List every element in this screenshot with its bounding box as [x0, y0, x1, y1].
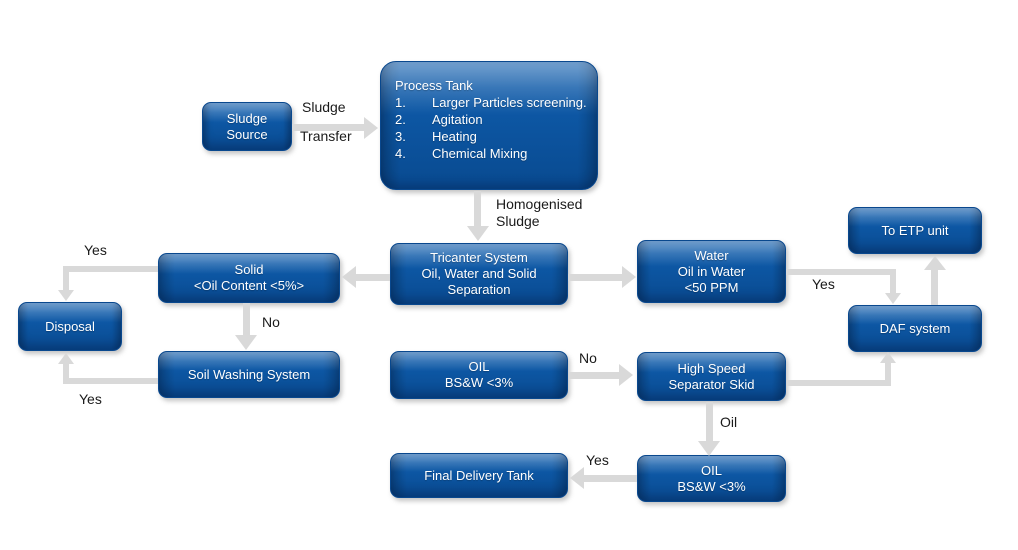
node-oil-bsw-mid: OIL BS&W <3% [390, 351, 568, 399]
arrow-shaft [63, 378, 158, 384]
node-oil-bsw-bottom-label-line2: BS&W <3% [677, 478, 746, 494]
node-soil-washing-system: Soil Washing System [158, 351, 340, 398]
node-water-label-line2: Oil in Water [677, 263, 746, 279]
node-to-etp-unit-label: To ETP unit [881, 222, 949, 238]
arrow-shaft [706, 402, 713, 441]
arrowhead-down-icon [467, 226, 489, 241]
arrow-shaft [890, 269, 896, 293]
arrowhead-up-icon [58, 353, 74, 364]
arrowhead-down-icon [58, 290, 74, 301]
arrow-shaft [584, 475, 637, 482]
edge-label-sludge: Sludge [302, 99, 346, 115]
node-process-tank-title: Process Tank [395, 78, 473, 93]
node-solid: Solid <Oil Content <5%> [158, 253, 340, 303]
arrowhead-right-icon [622, 266, 636, 288]
edge-label-yes-solid-disposal: Yes [84, 242, 107, 258]
node-tricanter-label-line3: Separation [447, 282, 511, 297]
node-tricanter-system: Tricanter System Oil, Water and Solid Se… [390, 243, 568, 305]
arrow-shaft [63, 364, 69, 384]
node-final-delivery-tank-label: Final Delivery Tank [424, 467, 534, 483]
node-daf-system-label: DAF system [879, 320, 951, 336]
edge-label-yes-water-daf: Yes [812, 276, 835, 292]
arrow-shaft [356, 274, 390, 281]
process-tank-item-4-text: Chemical Mixing [432, 146, 528, 161]
arrowhead-left-icon [570, 467, 584, 489]
arrowhead-up-icon [924, 256, 946, 270]
node-water-label-line1: Water [694, 247, 729, 263]
arrow-shaft [568, 274, 622, 281]
node-sludge-source-label-line1: Sludge [226, 110, 268, 126]
node-solid-label-line1: Solid [234, 262, 264, 277]
arrow-shaft [569, 372, 619, 379]
edge-label-yes-soil-disposal: Yes [79, 391, 102, 407]
edge-label-oil-separator-oil: Oil [720, 414, 738, 430]
process-tank-item-1-text: Larger Particles screening. [432, 95, 587, 110]
edge-label-no-oil-separator: No [579, 350, 597, 366]
arrowhead-right-icon [364, 117, 378, 139]
edge-label-homogenised-sludge: Homogenised Sludge [496, 196, 582, 230]
node-high-speed-separator-skid: High Speed Separator Skid [637, 352, 786, 401]
edge-label-homogenised-line2: Sludge [496, 213, 540, 229]
arrow-shaft [885, 363, 891, 383]
arrow-shaft [787, 380, 891, 386]
edge-label-transfer: Transfer [300, 128, 352, 144]
node-soil-washing-label: Soil Washing System [187, 366, 311, 382]
process-tank-item-2-number: 2. [395, 112, 406, 127]
arrow-shaft [931, 270, 938, 305]
node-oil-bsw-mid-label-line1: OIL [468, 359, 490, 374]
arrowhead-down-icon [698, 441, 720, 456]
process-tank-item-1: 1. Larger Particles screening. [395, 94, 587, 111]
process-tank-item-3-text: Heating [432, 129, 477, 144]
node-separator-skid-label-line2: Separator Skid [668, 376, 755, 392]
node-oil-bsw-mid-label-line2: BS&W <3% [444, 375, 514, 390]
process-tank-item-4-number: 4. [395, 146, 406, 161]
node-water-label-line3: <50 PPM [684, 279, 739, 295]
edge-label-yes-oil-final: Yes [586, 452, 609, 468]
arrowhead-down-icon [885, 293, 901, 304]
arrowhead-down-icon [235, 335, 257, 350]
process-tank-item-3: 3. Heating [395, 128, 587, 145]
arrow-shaft [243, 303, 250, 335]
arrow-shaft [63, 266, 158, 272]
node-water: Water Oil in Water <50 PPM [637, 240, 786, 303]
node-daf-system: DAF system [848, 305, 982, 352]
arrowhead-right-icon [619, 364, 633, 386]
node-disposal-label: Disposal [45, 318, 95, 334]
node-oil-bsw-bottom-label-line1: OIL [701, 462, 722, 478]
node-solid-label-line2: <Oil Content <5%> [193, 278, 305, 293]
process-tank-item-1-number: 1. [395, 95, 406, 110]
arrowhead-left-icon [342, 266, 356, 288]
node-sludge-source: Sludge Source [202, 102, 292, 151]
node-to-etp-unit: To ETP unit [848, 207, 982, 254]
node-tricanter-label-line1: Tricanter System [430, 250, 528, 265]
process-tank-item-2: 2. Agitation [395, 111, 587, 128]
arrow-shaft [786, 269, 896, 275]
process-tank-item-2-text: Agitation [432, 112, 483, 127]
node-tricanter-label-line2: Oil, Water and Solid [421, 266, 537, 281]
edge-label-no-solid-soil: No [262, 314, 280, 330]
node-disposal: Disposal [18, 302, 122, 351]
arrow-shaft [474, 191, 481, 226]
arrow-shaft [63, 266, 69, 290]
node-final-delivery-tank: Final Delivery Tank [390, 453, 568, 498]
process-tank-item-4: 4. Chemical Mixing [395, 145, 587, 162]
edge-label-homogenised-line1: Homogenised [496, 196, 583, 212]
process-tank-item-3-number: 3. [395, 129, 406, 144]
node-separator-skid-label-line1: High Speed [677, 360, 746, 376]
node-sludge-source-label-line2: Source [226, 126, 268, 142]
node-oil-bsw-bottom: OIL BS&W <3% [637, 455, 786, 502]
arrowhead-up-icon [880, 352, 896, 363]
node-process-tank: Process Tank 1. Larger Particles screeni… [380, 61, 598, 190]
arrow-shaft [292, 124, 364, 131]
